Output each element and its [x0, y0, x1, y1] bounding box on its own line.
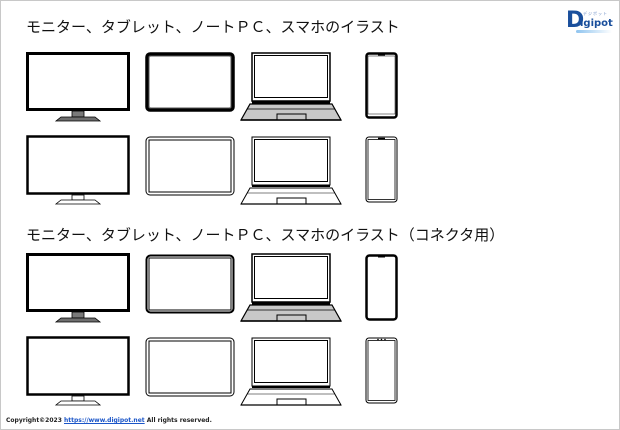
section-title-connector-illustrations: モニター、タブレット、ノートＰＣ、スマホのイラスト（コネクタ用）	[26, 226, 505, 244]
monitor-outline-icon	[26, 135, 130, 205]
tablet-outline-icon	[145, 136, 235, 196]
digipot-link[interactable]: https://www.digipot.net	[63, 417, 145, 424]
tablet-icon	[145, 52, 235, 112]
copyright-suffix: All rights reserved.	[144, 417, 212, 424]
digipot-logo: D デジポット igipot	[566, 8, 613, 34]
logo-swoosh	[576, 30, 612, 33]
laptop-connector-icon	[240, 253, 342, 322]
tablet-connector-icon	[145, 254, 235, 314]
copyright-footer: Copyright©2023 https://www.digipot.net A…	[6, 417, 212, 424]
section-title-illustrations: モニター、タブレット、ノートＰＣ、スマホのイラスト	[26, 18, 400, 36]
smartphone-outline-icon	[365, 136, 398, 203]
laptop-outline-icon	[240, 136, 342, 205]
smartphone-icon	[365, 52, 398, 119]
smartphone-connector-icon	[365, 254, 398, 321]
monitor-icon	[26, 52, 130, 122]
logo-text: igipot	[580, 18, 613, 29]
logo-letter: D	[566, 8, 585, 33]
tablet-connector-outline-icon	[145, 337, 235, 397]
logo-tagline: デジポット	[583, 11, 608, 16]
smartphone-connector-outline-icon	[365, 337, 398, 404]
laptop-icon	[240, 52, 342, 121]
monitor-connector-icon	[26, 253, 130, 323]
laptop-connector-outline-icon	[240, 337, 342, 406]
monitor-connector-outline-icon	[26, 336, 130, 406]
copyright-prefix: Copyright©2023	[6, 417, 64, 424]
